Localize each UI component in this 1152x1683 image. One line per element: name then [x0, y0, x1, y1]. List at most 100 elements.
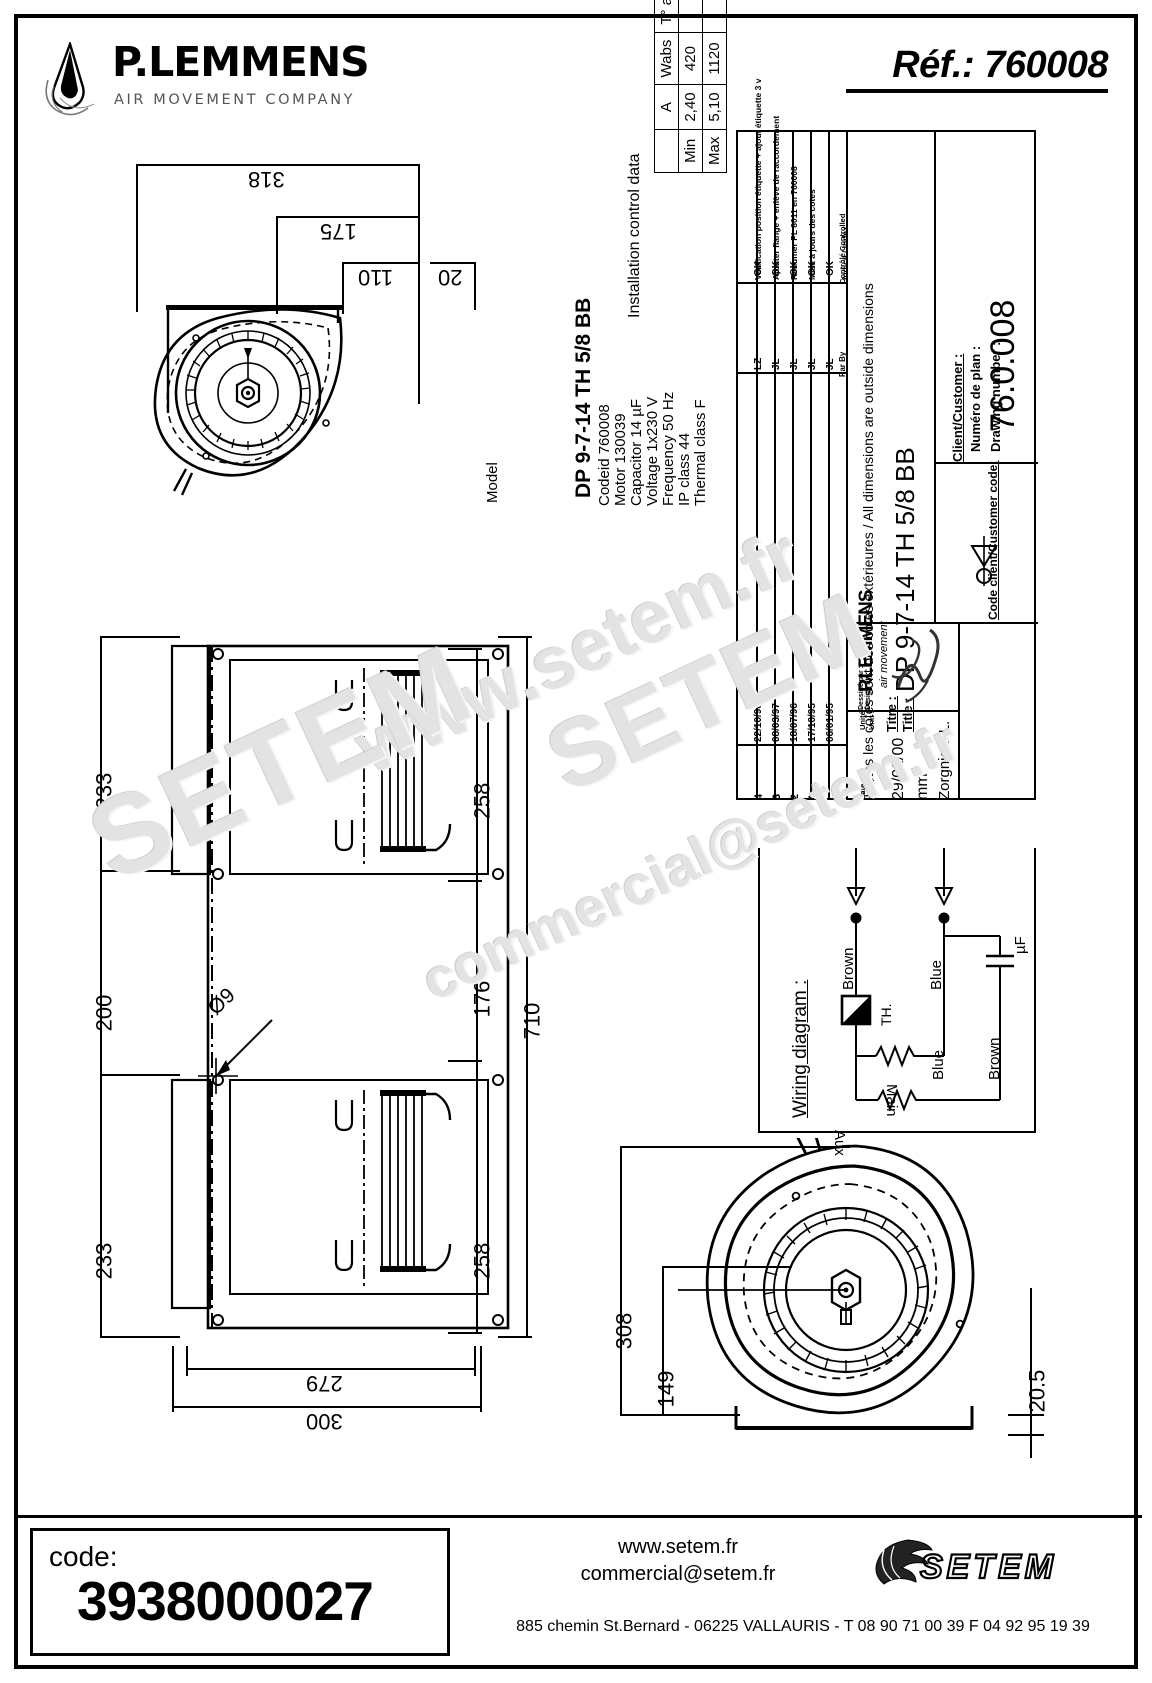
rev-by-4: JL [825, 358, 836, 370]
setem-website[interactable]: www.setem.fr [617, 1536, 739, 1558]
rev-date-3: 17/10/95 [807, 703, 818, 742]
rev-ok-1: OK [771, 261, 782, 276]
rev-date-0: 22/10/98 [753, 703, 764, 742]
table-header-row: A Wabs T° air max [654, 0, 679, 173]
rev-date-2: 18/07/96 [789, 703, 800, 742]
projection-symbol-icon [970, 536, 998, 586]
dim-20-5: 20.5 [1024, 1369, 1050, 1413]
wiring-label-blue-top: Blue [928, 959, 945, 990]
side-view-geometry [678, 1138, 975, 1430]
dim-258-bottom: 258 [469, 1242, 495, 1280]
rev-by-1: JL [771, 358, 782, 370]
rev-num-1: 3 [771, 793, 783, 800]
dim-233-bottom: 233 [91, 1242, 117, 1280]
customer-label: Client/Customer : [950, 353, 965, 462]
table-row: Min 2,40 420 60 [678, 0, 703, 173]
table-row: Max 5,10 1120 60 [702, 0, 727, 173]
wiring-label-thermal: TH. [878, 1003, 894, 1026]
rev-ok-0: OK [753, 261, 764, 276]
rev-date-4: 06/01/95 [825, 703, 836, 742]
rev-ok-2: OK [789, 261, 800, 276]
rev-col-by: Par By [838, 351, 847, 377]
wiring-label-capacitor: µF [1012, 936, 1029, 954]
spec-line-6: Thermal class F [692, 399, 709, 506]
dim-318: 318 [248, 167, 285, 192]
cell-max-a: 5,10 [702, 84, 727, 130]
dim-200: 200 [91, 994, 117, 1032]
setem-logo: SETEM [858, 1534, 1108, 1594]
title-block: Vérification position étiquette + ajout … [736, 79, 1038, 800]
cell-min-a: 2,40 [678, 84, 703, 130]
reference-number: Réf.: 760008 [892, 44, 1108, 86]
rev-col-checked: Contrôlé Controlled [838, 213, 847, 284]
spec-line-3: Voltage 1x230 V [644, 396, 661, 506]
reference-underline [846, 89, 1108, 93]
rev-by-0: LZ [753, 357, 764, 370]
date-value: 29/02/00 [890, 737, 907, 800]
cell-max-tmax: 60 [702, 0, 727, 33]
dim-258-top: 258 [469, 782, 495, 820]
spec-line-5: IP class 44 [676, 432, 693, 506]
setem-logo-icon: SETEM [875, 1539, 1057, 1587]
dim-308: 308 [611, 1312, 637, 1350]
dim-149: 149 [653, 1370, 679, 1408]
setem-contact: www.setem.fr commercial@setem.fr [538, 1534, 818, 1588]
rev-ok-3: OK [807, 261, 818, 276]
drawn-value: Zorgniotti L. [936, 720, 953, 800]
top-view-geometry [153, 305, 343, 496]
setem-address: 885 chemin St.Bernard - 06225 VALLAURIS … [516, 1618, 1090, 1635]
dim-176: 176 [469, 980, 495, 1018]
rev-num-3: 1 [807, 793, 819, 800]
dim-233-top: 233 [91, 772, 117, 810]
rev-by-2: JL [789, 358, 800, 370]
lemmens-logo-icon [45, 42, 95, 116]
wiring-label-brown-right: Brown [986, 1037, 1003, 1080]
rev-ok-4: OK [825, 261, 836, 276]
wiring-schematic [840, 848, 1014, 1112]
brand-tagline: AIR MOVEMENT COMPANY [114, 92, 356, 108]
unit-value: mm [914, 773, 931, 800]
dim-110: 110 [358, 265, 394, 290]
drawing-no-value: 76.0.008 [984, 299, 1022, 432]
col-wabs: Wabs [654, 32, 679, 85]
dim-279: 279 [306, 1371, 343, 1396]
rev-by-3: JL [807, 358, 818, 370]
setem-email[interactable]: commercial@setem.fr [580, 1563, 776, 1585]
spec-line-2: Capacitor 14 µF [628, 398, 645, 506]
rev-num-0: 4 [753, 793, 765, 800]
side-view: 308 149 20.5 [578, 1128, 1078, 1458]
col-blank [654, 129, 679, 173]
spec-block: DP 9-7-14 TH 5/8 BB Model Codeid 760008 … [484, 298, 709, 508]
drawing-sheet: P.LEMMENS AIR MOVEMENT COMPANY Réf.: 760… [14, 0, 1142, 1669]
spec-model-label: Model [484, 462, 501, 503]
setem-logo-text: SETEM [920, 1548, 1057, 1586]
code-box: code: 3938000027 [30, 1528, 450, 1656]
spec-model-value: DP 9-7-14 TH 5/8 BB [572, 297, 595, 498]
control-data-title: Installation control data [626, 153, 643, 318]
brand-name: P.LEMMENS [112, 38, 370, 86]
front-view: 233 200 233 Ø9 [78, 608, 598, 1434]
drawing-no-label-fr: Numéro de plan : [968, 345, 983, 452]
date-label: Date : Date : [858, 779, 876, 800]
spec-line-0: Codeid 760008 [596, 404, 613, 506]
wiring-label-main: Main [883, 1084, 900, 1117]
dim-300: 300 [306, 1409, 343, 1434]
code-label: code: [49, 1541, 118, 1572]
spec-line-4: Frequency 50 Hz [660, 391, 677, 506]
cell-min-tmax: 60 [678, 0, 703, 33]
cell-min-label: Min [678, 129, 703, 173]
wiring-diagram: Wiring diagram : [758, 848, 1036, 1156]
cell-max-label: Max [702, 129, 727, 173]
top-view: 318 175 110 20 [108, 138, 538, 568]
code-value: 3938000027 [77, 1570, 374, 1632]
dim-20: 20 [438, 265, 463, 290]
col-tmax: T° air max [654, 0, 679, 33]
signature-icon [891, 628, 940, 704]
company-stamp: P.LEMMENS [856, 590, 877, 692]
cell-max-wabs: 1120 [702, 32, 727, 85]
dim-175: 175 [320, 219, 357, 244]
reference-block: Réf.: 760008 [846, 44, 1109, 93]
rev-header-1: Ajouter flange + enlève de raccordement [771, 115, 781, 280]
rev-date-1: 08/03/97 [771, 703, 782, 742]
rev-header-0: Vérification position étiquette + ajout … [753, 78, 763, 280]
